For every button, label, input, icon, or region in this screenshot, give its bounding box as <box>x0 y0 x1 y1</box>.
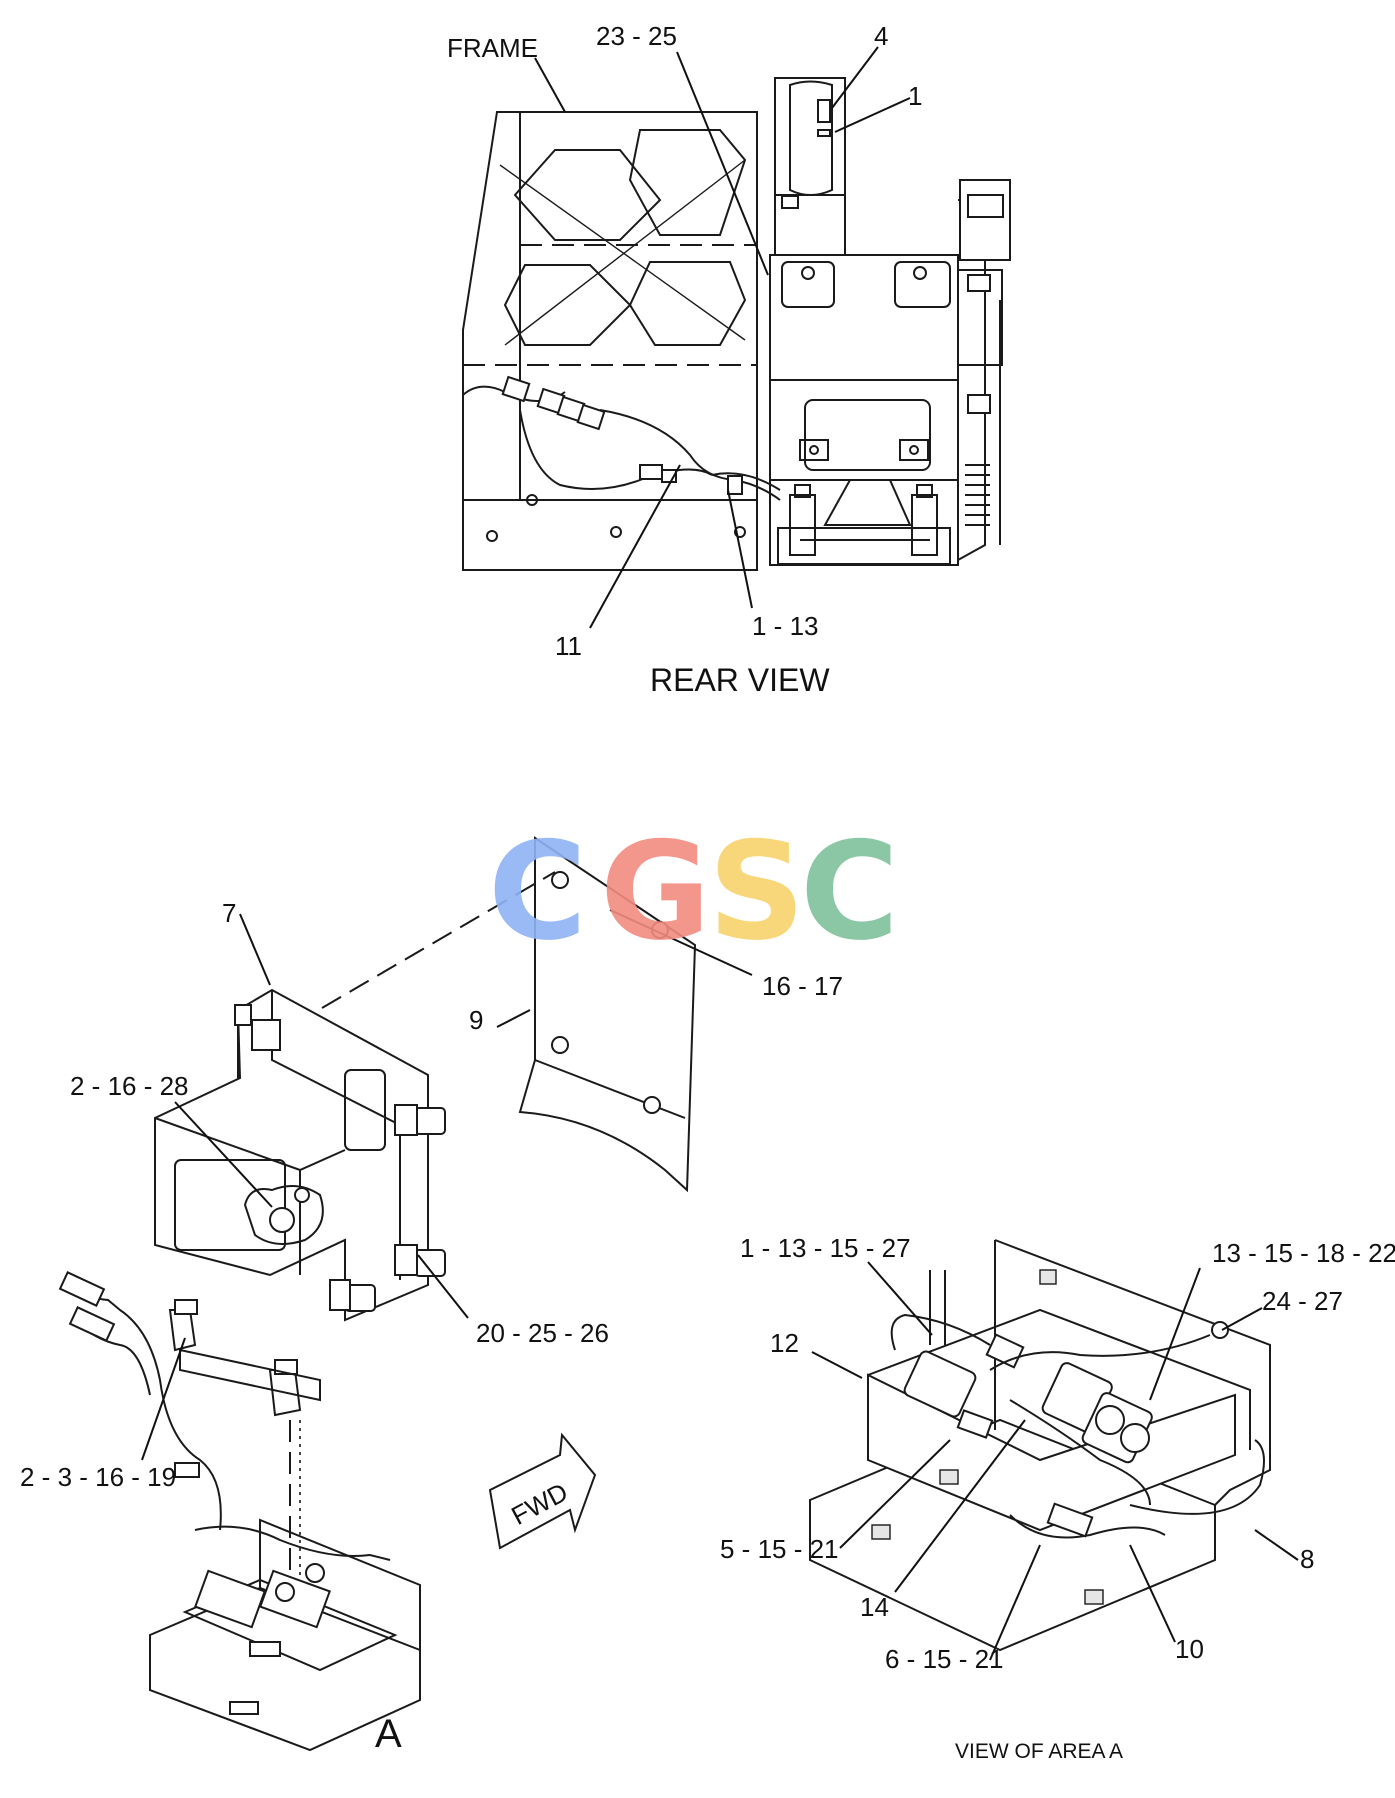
label-9: 9 <box>469 1005 483 1035</box>
label-20-25-26: 20 - 25 - 26 <box>476 1318 609 1348</box>
label-14: 14 <box>860 1592 889 1622</box>
label-16-17: 16 - 17 <box>762 971 843 1001</box>
label-8: 8 <box>1300 1544 1314 1574</box>
area-a-caption: VIEW OF AREA A <box>955 1740 1123 1763</box>
label-2-3-16-19: 2 - 3 - 16 - 19 <box>20 1462 176 1492</box>
label-12: 12 <box>770 1328 799 1358</box>
label-23-25: 23 - 25 <box>596 21 677 51</box>
label-frame: FRAME <box>447 33 538 63</box>
label-7: 7 <box>222 898 236 928</box>
label-10: 10 <box>1175 1634 1204 1664</box>
label-1-13: 1 - 13 <box>752 611 819 641</box>
label-2-16-28: 2 - 16 - 28 <box>70 1071 189 1101</box>
area-a-leaders <box>811 1261 1299 1661</box>
label-1-13-15-27: 1 - 13 - 15 - 27 <box>740 1233 911 1263</box>
cgsc-watermark: C G S C <box>488 813 899 970</box>
label-6-15-21: 6 - 15 - 21 <box>885 1644 1004 1674</box>
rear-view-drawing <box>462 77 1011 571</box>
area-a-drawing <box>809 1239 1271 1652</box>
bracket-assembly-leaders <box>141 909 753 1461</box>
label-24-27: 24 - 27 <box>1262 1286 1343 1316</box>
watermark-letter-s: S <box>708 813 805 970</box>
rear-view-caption: REAR VIEW <box>650 662 830 698</box>
bracket-assembly-drawing <box>58 836 697 1752</box>
label-13-15-18-22: 13 - 15 - 18 - 22 <box>1212 1238 1395 1268</box>
label-1: 1 <box>908 81 922 111</box>
watermark-letter-c: C <box>488 813 587 970</box>
label-4: 4 <box>874 21 888 51</box>
rear-view-leaders <box>534 46 911 629</box>
watermark-letter-g: G <box>600 813 711 970</box>
watermark-letter-c2: C <box>800 813 899 970</box>
label-11: 11 <box>555 631 582 661</box>
label-5-15-21: 5 - 15 - 21 <box>720 1534 839 1564</box>
area-a-marker: A <box>375 1712 402 1756</box>
